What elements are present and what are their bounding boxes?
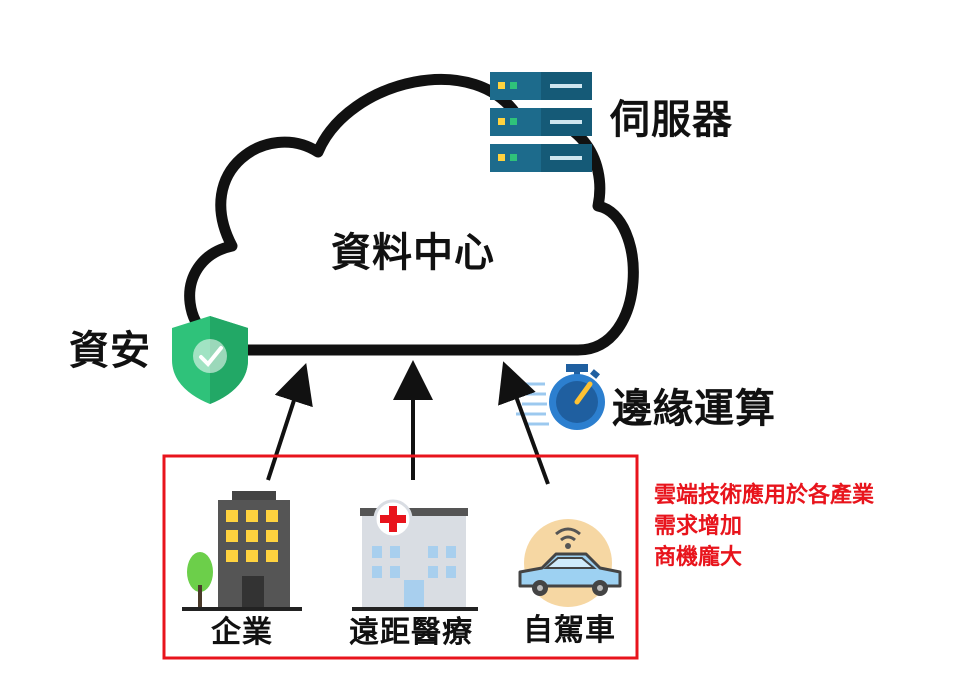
arrow-enterprise-to-cloud xyxy=(266,362,313,481)
market-note-line: 雲端技術應用於各產業 xyxy=(654,483,875,508)
shield-check-icon xyxy=(172,316,248,404)
office-building-icon xyxy=(182,491,302,611)
industry-telemedicine-label: 遠距醫療 xyxy=(349,615,473,650)
autonomous-car-icon xyxy=(518,519,622,607)
industry-selfdriving-label: 自駕車 xyxy=(523,613,616,648)
server-label: 伺服器 xyxy=(610,97,733,143)
industries-box xyxy=(162,454,639,660)
industry-enterprise-label: 企業 xyxy=(211,615,273,650)
market-note: 雲端技術應用於各產業 需求增加 商機龐大 xyxy=(654,480,874,573)
cloud-label: 資料中心 xyxy=(331,230,495,276)
edge-computing-label: 邊緣運算 xyxy=(612,386,776,432)
arrow-selfdriving-to-cloud xyxy=(498,361,550,485)
market-note-line: 需求增加 xyxy=(654,514,743,539)
stopwatch-icon xyxy=(514,364,605,430)
server-rack-icon xyxy=(490,72,592,172)
security-label: 資安 xyxy=(69,328,151,374)
market-note-line: 商機龐大 xyxy=(654,545,743,570)
hospital-icon xyxy=(352,499,478,611)
